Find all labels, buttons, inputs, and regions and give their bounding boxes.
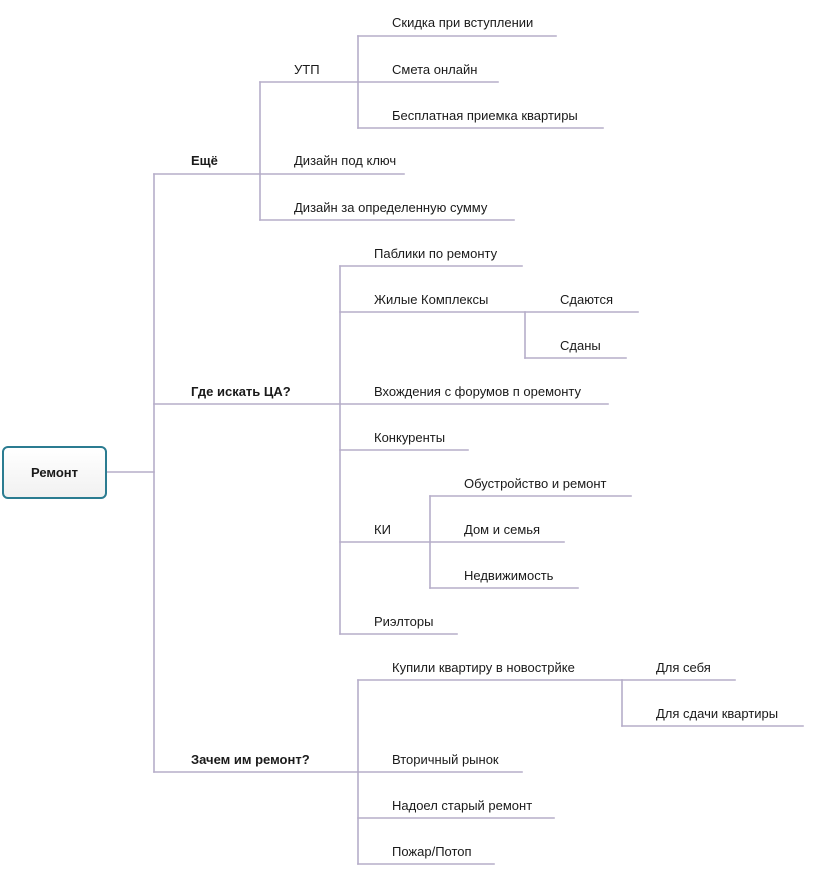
node-renovation-publics[interactable]: Паблики по ремонту (374, 246, 498, 261)
node-competitors[interactable]: Конкуренты (374, 430, 446, 445)
node-forum-mentions[interactable]: Вхождения с форумов п оремонту (374, 384, 582, 399)
node-fire-flood[interactable]: Пожар/Потоп (392, 844, 472, 859)
node-being-delivered[interactable]: Сдаются (560, 292, 614, 307)
node-tired-old-renovation[interactable]: Надоел старый ремонт (392, 798, 533, 813)
node-join-discount[interactable]: Скидка при вступлении (392, 15, 534, 30)
root-node[interactable]: Ремонт (2, 446, 107, 499)
node-arrangement-renovation[interactable]: Обустройство и ремонт (464, 476, 607, 491)
node-for-self[interactable]: Для себя (656, 660, 711, 675)
branch-node-why-renovation[interactable]: Зачем им ремонт? (191, 752, 310, 767)
node-fixed-sum-design[interactable]: Дизайн за определенную сумму (294, 200, 488, 215)
node-bought-new-flat[interactable]: Купили квартиру в новострйке (392, 660, 575, 675)
node-free-acceptance[interactable]: Бесплатная приемка квартиры (392, 108, 578, 123)
branch-node-where-to-find[interactable]: Где искать ЦА? (191, 384, 291, 399)
node-secondary-market[interactable]: Вторичный рынок (392, 752, 499, 767)
node-turnkey-design[interactable]: Дизайн под ключ (294, 153, 397, 168)
node-for-rent[interactable]: Для сдачи квартиры (656, 706, 779, 721)
node-home-family[interactable]: Дом и семья (464, 522, 541, 537)
branch-node-more[interactable]: Ещё (191, 153, 218, 168)
root-node-label: Ремонт (30, 465, 78, 480)
node-ki[interactable]: КИ (374, 522, 391, 537)
node-online-estimate[interactable]: Смета онлайн (392, 62, 478, 77)
node-real-estate[interactable]: Недвижимость (464, 568, 554, 583)
node-utp[interactable]: УТП (294, 62, 320, 77)
node-residential-complexes[interactable]: Жилые Комплексы (374, 292, 489, 307)
node-delivered[interactable]: Сданы (560, 338, 601, 353)
node-realtors[interactable]: Риэлторы (374, 614, 434, 629)
